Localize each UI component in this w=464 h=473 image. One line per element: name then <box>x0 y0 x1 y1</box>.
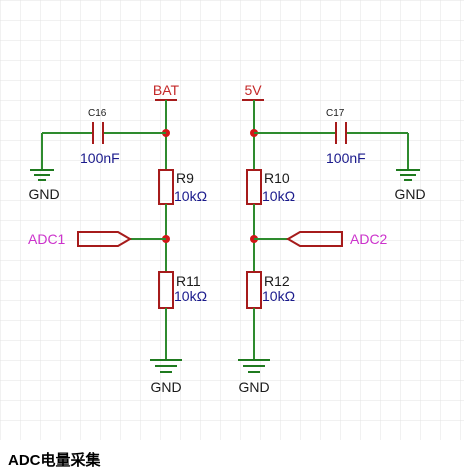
adc2-label: ADC2 <box>350 231 388 247</box>
r11-ref: R11 <box>176 273 201 289</box>
section-caption: ADC电量采集 <box>8 452 101 469</box>
c16-ref: C16 <box>88 108 107 119</box>
adc1-label: ADC1 <box>28 231 66 247</box>
resistor-r12[interactable] <box>246 271 262 309</box>
ground-symbol-r11 <box>150 359 182 373</box>
r11-value: 10kΩ <box>174 288 207 304</box>
bat-power-port[interactable]: BAT <box>153 82 180 101</box>
r9-ref: R9 <box>176 170 194 186</box>
adc1-net-port[interactable] <box>77 231 132 247</box>
capacitor-c17[interactable] <box>335 122 347 144</box>
ground-symbol-c17 <box>396 169 420 181</box>
ground-symbol-c16 <box>30 169 54 181</box>
resistor-r10[interactable] <box>246 169 262 205</box>
capacitor-c16[interactable] <box>92 122 104 144</box>
gnd-label-c17: GND <box>394 186 425 202</box>
resistor-r9[interactable] <box>158 169 174 205</box>
c17-value: 100nF <box>326 150 366 166</box>
r12-ref: R12 <box>264 273 290 289</box>
adc2-net-port[interactable] <box>286 231 343 247</box>
r10-ref: R10 <box>264 170 290 186</box>
ground-symbol-r12 <box>238 359 270 373</box>
svg-text:BAT: BAT <box>153 82 180 98</box>
resistor-r11[interactable] <box>158 271 174 309</box>
r10-value: 10kΩ <box>262 188 295 204</box>
r9-value: 10kΩ <box>174 188 207 204</box>
gnd-label-r12: GND <box>238 379 269 395</box>
r12-value: 10kΩ <box>262 288 295 304</box>
5v-power-port[interactable]: 5V <box>242 82 264 101</box>
gnd-label-r11: GND <box>150 379 181 395</box>
c16-value: 100nF <box>80 150 120 166</box>
svg-text:5V: 5V <box>244 82 262 98</box>
gnd-label-c16: GND <box>28 186 59 202</box>
c17-ref: C17 <box>326 108 345 119</box>
